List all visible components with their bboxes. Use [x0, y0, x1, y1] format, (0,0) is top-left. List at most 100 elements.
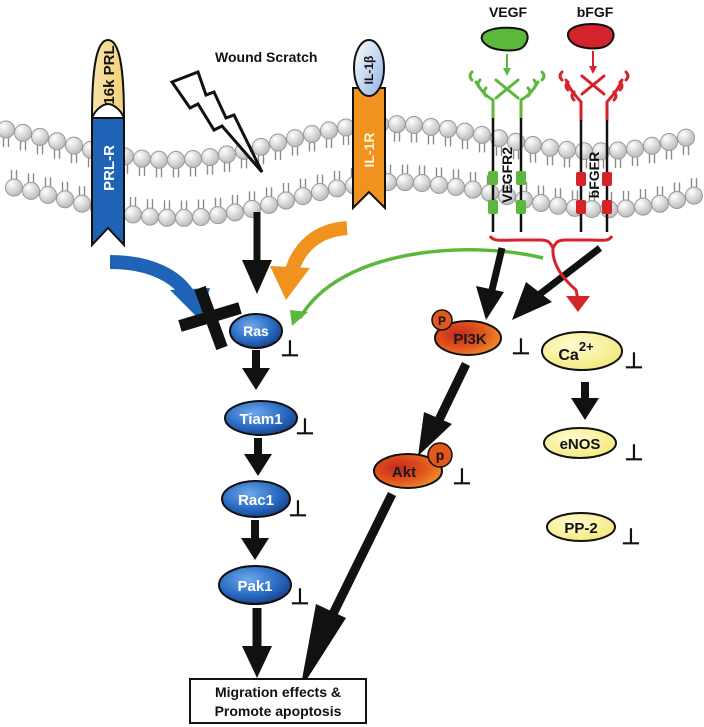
lipid-head [320, 121, 338, 140]
lipid-head [439, 119, 457, 138]
pp2-node[interactable]: PP-2 [546, 512, 616, 542]
pi3k-label: PI3K [453, 331, 487, 348]
lipid-head [73, 194, 91, 213]
ras-node[interactable]: Ras [229, 313, 283, 349]
lipid-head [286, 129, 304, 148]
lipid-head [405, 116, 423, 135]
lipid-head [541, 138, 559, 157]
lipid-head [413, 174, 431, 193]
lipid-head [388, 115, 406, 134]
lipid-head [490, 129, 508, 148]
calcium-symbol: Ca [558, 347, 579, 364]
lipid-head [677, 128, 695, 147]
lipid-head [0, 120, 15, 139]
pi3k-to-akt-arrow [433, 362, 471, 424]
lipid-head [447, 177, 465, 196]
wound-input-arrowhead [242, 260, 272, 294]
akt-label: Akt [392, 464, 416, 481]
prl-block-x-icon [178, 285, 242, 351]
vegfr2-extracellular-domains [468, 70, 546, 120]
lipid-head [337, 118, 355, 137]
pi3k-node[interactable]: PI3K P [431, 309, 502, 356]
lipid-head [252, 137, 270, 156]
lipid-head [56, 190, 74, 209]
akt-phospho-label: p [436, 447, 445, 463]
lipid-head [65, 136, 83, 155]
vegfr2-to-ras-arrow [298, 248, 544, 319]
bfgfr-kinase-domains [576, 172, 612, 214]
lipid-head [396, 173, 414, 192]
il1-ligand-label: IL-1β [362, 56, 376, 85]
outcome-line-1: Migration effects & [215, 684, 341, 700]
rac1-to-pak1-arrowhead [241, 538, 269, 560]
lipid-head [464, 180, 482, 199]
calcium-node[interactable]: Ca2+ [541, 331, 623, 371]
receptor-to-calcium-arrowhead [566, 296, 590, 312]
pak1-node[interactable]: Pak1 [218, 565, 292, 605]
pi3k-phospho-label: P [438, 314, 446, 328]
akt-to-outcome-arrow [325, 492, 397, 622]
lipid-head [685, 186, 703, 205]
lipid-head [456, 122, 474, 141]
akt-inhibit-icon: ⊥ [452, 464, 471, 489]
outcome-box: Migration effects & Promote apoptosis [189, 678, 367, 724]
enos-node[interactable]: eNOS [543, 427, 617, 459]
wound-scratch-group: Wound Scratch [169, 49, 317, 173]
lipid-head [226, 203, 244, 222]
ras-label: Ras [243, 323, 269, 339]
rac1-node[interactable]: Rac1 [221, 480, 291, 518]
lipid-head [651, 194, 669, 213]
rac1-label: Rac1 [238, 492, 274, 509]
lipid-head [277, 191, 295, 210]
calcium-label: Ca2+ [558, 339, 594, 364]
lipid-head [209, 206, 227, 225]
il1-input-arrow [285, 221, 348, 273]
prl-receptor-group: 16k PRL PRL-R [91, 38, 125, 248]
bfgfr-extracellular-domains [558, 70, 630, 122]
akt-phospho-badge [427, 442, 453, 468]
lipid-head [481, 183, 499, 202]
pak1-to-outcome-arrowhead [242, 646, 272, 678]
lipid-head [422, 117, 440, 136]
pi3k-inhibit-icon: ⊥ [511, 334, 530, 359]
vegf-ligand-label: VEGF [489, 4, 528, 20]
lipid-head [269, 133, 287, 152]
lipid-head [634, 197, 652, 216]
enos-label: eNOS [560, 436, 601, 453]
prl-receptor-label: PRL-R [101, 145, 118, 191]
lipid-head [311, 183, 329, 202]
tiam1-label: Tiam1 [239, 411, 282, 428]
calcium-to-enos-arrowhead [571, 398, 599, 420]
lipid-head [498, 187, 516, 206]
tiam1-node[interactable]: Tiam1 [224, 400, 298, 436]
lipid-head [524, 136, 542, 155]
bfgfr-label: bFGFR [586, 152, 602, 199]
lipid-head [158, 208, 176, 227]
wound-scratch-label: Wound Scratch [215, 49, 317, 65]
prl-ligand-shape [91, 38, 125, 119]
outcome-line-2: Promote apoptosis [215, 703, 342, 719]
lipid-head [617, 199, 635, 218]
lipid-head [14, 123, 32, 142]
il1-receptor-label: IL-1R [361, 133, 377, 168]
akt-node[interactable]: Akt p [373, 442, 453, 489]
enos-inhibit-icon: ⊥ [624, 440, 643, 465]
il1-ligand-shape [353, 39, 385, 97]
pi3k-phospho-badge [431, 309, 453, 331]
bfgf-ligand-label: bFGF [577, 4, 614, 20]
lipid-head [626, 139, 644, 158]
ras-inhibit-icon: ⊥ [280, 336, 299, 361]
lipid-head [184, 150, 202, 169]
lipid-head [167, 150, 185, 169]
vegfr2-label: VEGFR2 [499, 147, 515, 203]
lipid-head [48, 132, 66, 151]
bfgf-ligand-shape [566, 23, 615, 50]
calcium-charge: 2+ [579, 339, 594, 354]
tiam1-to-rac1-arrowhead [244, 454, 272, 476]
lipid-head [583, 200, 601, 219]
lipid-head [22, 181, 40, 200]
pi3k-to-akt-arrowhead [418, 412, 452, 456]
akt-to-outcome-arrowhead [300, 604, 346, 690]
lipid-head [660, 133, 678, 152]
